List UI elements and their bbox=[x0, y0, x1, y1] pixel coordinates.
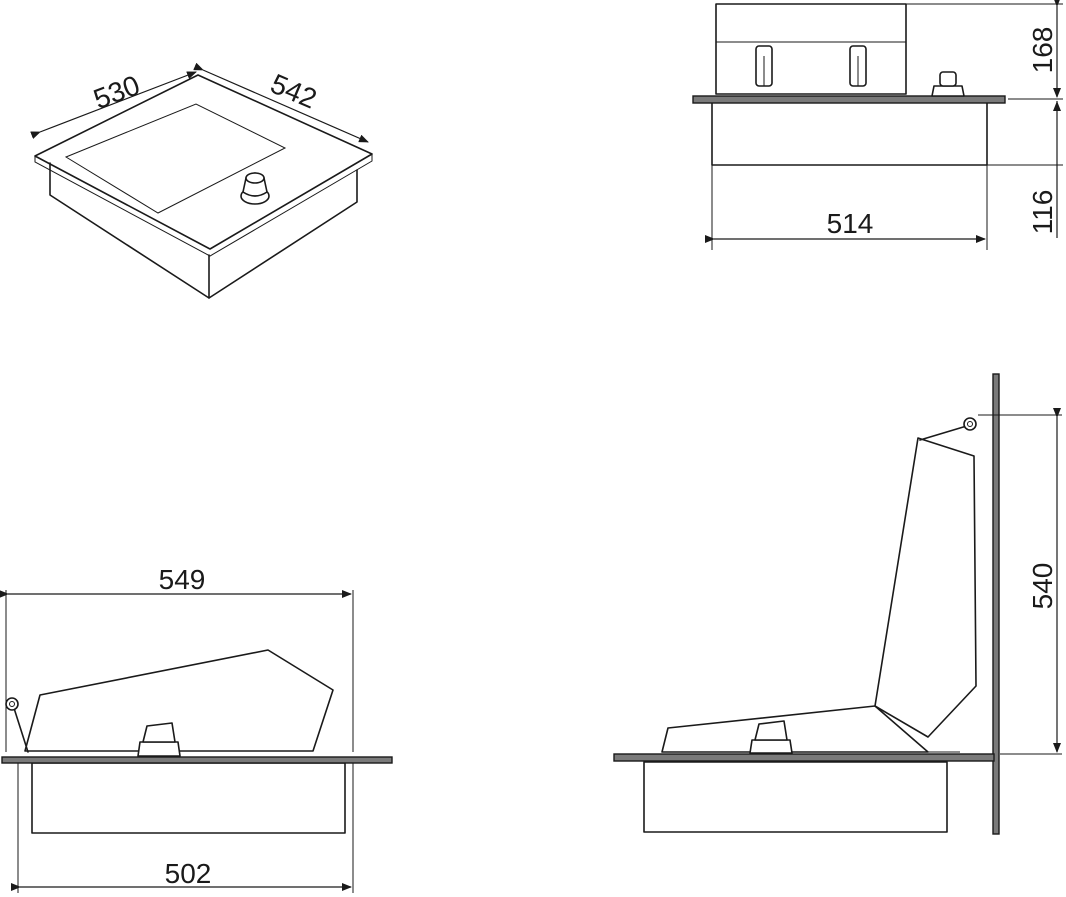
iso-dim-line-530 bbox=[30, 71, 197, 139]
iso-knob bbox=[240, 172, 270, 205]
front-dim-label-116: 116 bbox=[1027, 190, 1058, 235]
front-body bbox=[711, 101, 988, 166]
isometric-view: 530 542 bbox=[30, 62, 373, 299]
side-view-closed: 549 502 bbox=[0, 564, 393, 893]
side-open-hinge bbox=[919, 417, 977, 441]
side-closed-body bbox=[31, 762, 346, 834]
side-open-lid bbox=[874, 437, 977, 738]
side-open-wall bbox=[992, 373, 1000, 835]
side-dim-label-549: 549 bbox=[159, 564, 206, 595]
side-closed-top-plate bbox=[1, 756, 393, 764]
front-hinge-right bbox=[849, 45, 867, 87]
side-closed-hinge bbox=[5, 697, 29, 753]
side-dim-label-540: 540 bbox=[1027, 563, 1058, 610]
iso-dim-label-542: 542 bbox=[266, 68, 321, 115]
side-open-top-plate bbox=[613, 753, 995, 762]
front-dim-label-168: 168 bbox=[1027, 27, 1058, 74]
iso-dim-line-542 bbox=[193, 62, 369, 143]
side-closed-lid bbox=[24, 649, 334, 752]
front-dim-label-514: 514 bbox=[827, 208, 874, 239]
side-closed-knob bbox=[137, 722, 181, 757]
side-dim-label-502: 502 bbox=[165, 858, 212, 889]
front-hinge-left bbox=[755, 45, 773, 87]
front-cover bbox=[715, 3, 907, 95]
side-view-open: 540 bbox=[613, 373, 1062, 835]
side-open-knob bbox=[749, 720, 793, 754]
front-view: 168 116 514 bbox=[692, 0, 1063, 250]
front-knob bbox=[931, 71, 965, 97]
iso-top-plate bbox=[34, 74, 373, 250]
front-top-plate bbox=[692, 95, 1006, 104]
side-open-body bbox=[643, 761, 948, 833]
